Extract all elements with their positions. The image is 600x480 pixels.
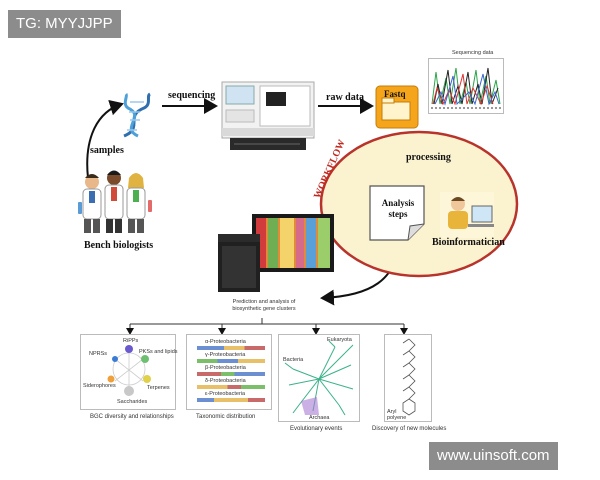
- tax-row-label-epsilon: ε-Proteobacteria: [205, 391, 246, 397]
- samples-arrow: [86, 99, 124, 179]
- analysis-document-icon: [369, 185, 425, 241]
- evolution-caption: Evolutionary events: [290, 426, 343, 432]
- discovery-caption: Discovery of new molecules: [372, 426, 447, 432]
- dna-icon: [123, 92, 152, 138]
- processing-label: processing: [406, 152, 451, 163]
- bench-biologists-label: Bench biologists: [84, 240, 154, 251]
- tax-row-label-gamma: γ-Proteobacteria: [205, 352, 246, 358]
- bgc-node-nprss: NPRSs: [89, 351, 108, 357]
- discovery-molecule-label: Aryl polyene: [387, 409, 407, 421]
- evolution-label-eukaryota: Eukaryota: [327, 337, 352, 343]
- bgc-node-siderophores: Siderophores: [83, 383, 116, 389]
- chromatogram-icon: [428, 58, 504, 114]
- tax-row-label-beta: β-Proteobacteria: [205, 365, 246, 371]
- tax-bar-delta: [197, 385, 265, 389]
- evolution-label-bacteria: Bacteria: [283, 357, 304, 363]
- analysis-steps-label: Analysis steps: [381, 198, 415, 219]
- tax-bar-alpha: [197, 346, 265, 350]
- raw-data-label: raw data: [326, 92, 365, 103]
- bench-biologists-icon: [78, 170, 152, 233]
- bgc-node-pks: PKSs and lipids: [139, 349, 178, 355]
- bgc-caption: BGC diversity and relationships: [90, 414, 174, 420]
- fastq-folder-icon: [375, 85, 419, 129]
- discovery-panel: Aryl polyene: [384, 334, 432, 422]
- taxonomic-caption: Taxonomic distribution: [196, 414, 256, 420]
- evolution-label-archaea: Archaea: [309, 415, 330, 421]
- bioinformatician-label: Bioinformatician: [432, 237, 505, 248]
- bgc-network-diagram: [107, 345, 151, 396]
- samples-label: samples: [90, 145, 124, 156]
- evolution-panel: Eukaryota Bacteria Archaea: [278, 334, 360, 422]
- watermark-top-left: TG: MYYJJPP: [8, 10, 121, 38]
- sequencer-machine-icon: [221, 81, 315, 150]
- tax-bar-gamma: [197, 359, 265, 363]
- watermark-bottom-right: www.uinsoft.com: [429, 442, 558, 470]
- bioinformatician-icon: [440, 192, 494, 238]
- tax-row-label-alpha: α-Proteobacteria: [205, 339, 246, 345]
- fastq-label: Fastq: [384, 89, 406, 99]
- sequencing-label: sequencing: [168, 90, 216, 101]
- tax-row-label-delta: δ-Proteobacteria: [205, 378, 246, 384]
- server-cluster-icon: [218, 214, 334, 292]
- phylogenetic-tree: [284, 340, 354, 416]
- tax-bar-epsilon: [197, 398, 265, 402]
- taxonomic-panel: α-Proteobacteria γ-Proteobacteria β-Prot…: [186, 334, 272, 410]
- tax-bar-beta: [197, 372, 265, 376]
- bgc-panel: RiPPs NPRSs PKSs and lipids Siderophores…: [80, 334, 178, 410]
- sequencing-data-caption: Sequencing data: [452, 50, 494, 56]
- bgc-node-saccharides: Saccharides: [117, 399, 148, 405]
- bgc-node-terpenes: Terpenes: [147, 385, 170, 391]
- bgc-node-ripps: RiPPs: [123, 338, 139, 344]
- prediction-caption: Prediction and analysis of biosynthetic …: [232, 299, 296, 312]
- molecule-structure: [402, 338, 416, 416]
